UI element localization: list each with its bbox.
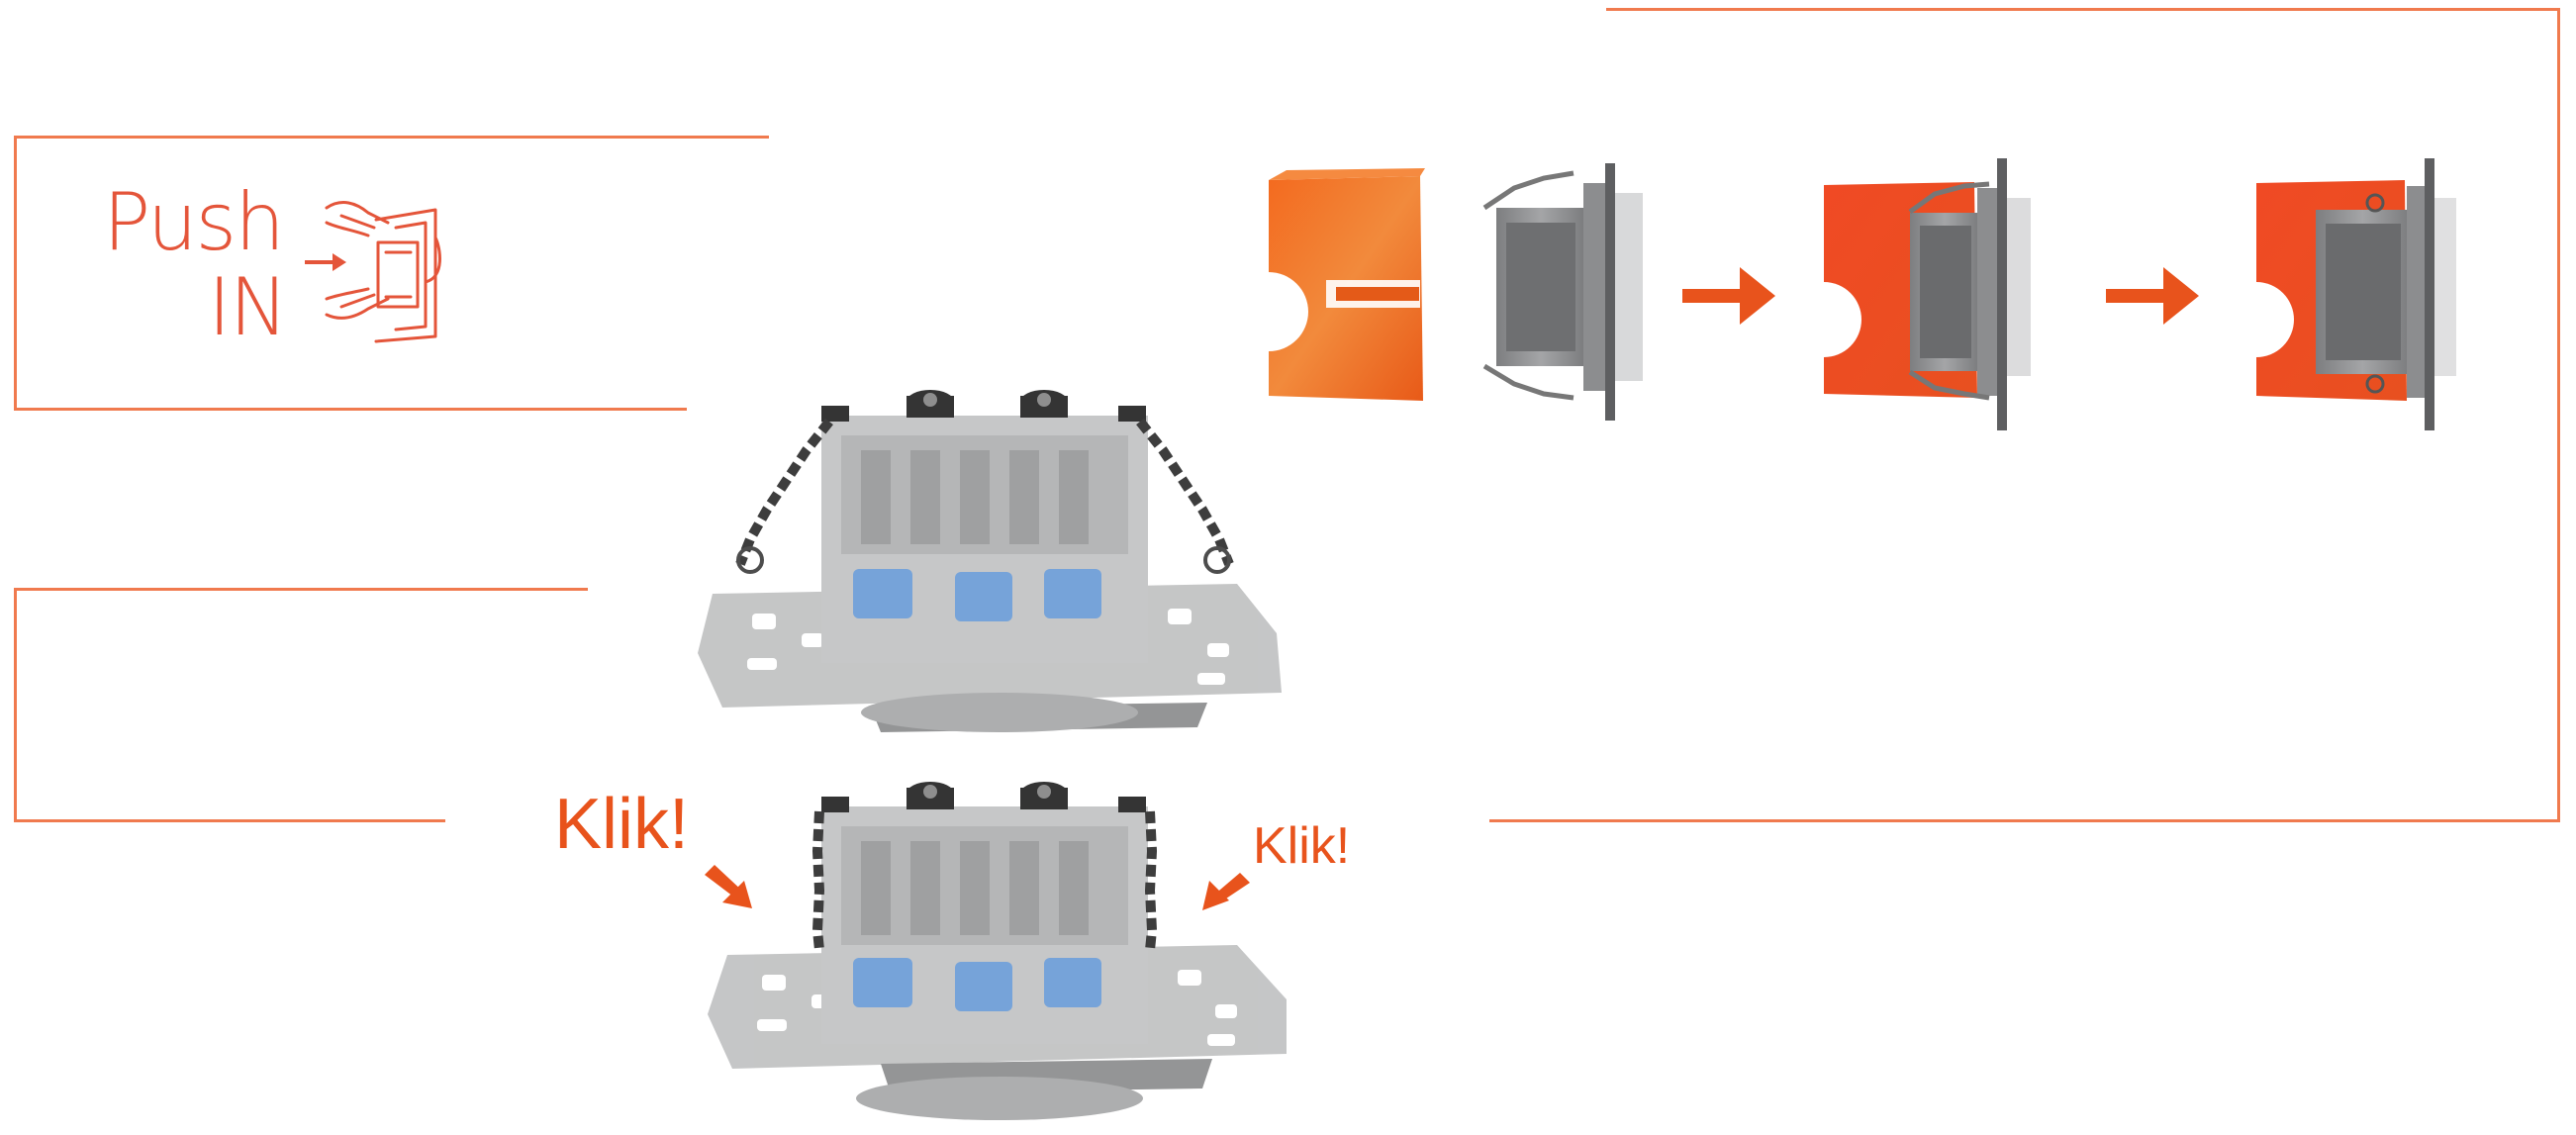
klik-right-label: Klik! [1253,817,1351,875]
frame-pushin-left [14,136,17,410]
frame-lower-bottom [14,819,445,822]
arrow-right-icon [305,253,346,271]
hand-push-icon [325,201,441,343]
flush-box-empty [1269,168,1425,401]
in-label: IN [208,261,288,353]
arrow-down-right-icon [705,865,752,908]
frame-mid-bottom [1489,819,2560,822]
arrow-down-left-icon [1202,873,1250,910]
frame-pushin-bottom [14,408,687,411]
klik-left-label: Klik! [554,785,690,864]
frame-top-right [1606,8,2560,11]
frame-pushin-top [14,136,769,139]
push-label: Push [103,176,285,268]
switch-module-1 [1482,163,1643,421]
box-with-module-installed [2256,158,2456,430]
arrow-right-icon [1682,267,1775,325]
frame-lower-top [14,588,588,591]
frame-lower-left [14,588,17,821]
box-with-module-partial [1824,158,2031,430]
frame-right-vertical [2557,8,2560,821]
module-claws-closed [708,782,1287,1120]
module-claws-open [698,390,1282,732]
arrow-right-icon [2106,267,2199,325]
